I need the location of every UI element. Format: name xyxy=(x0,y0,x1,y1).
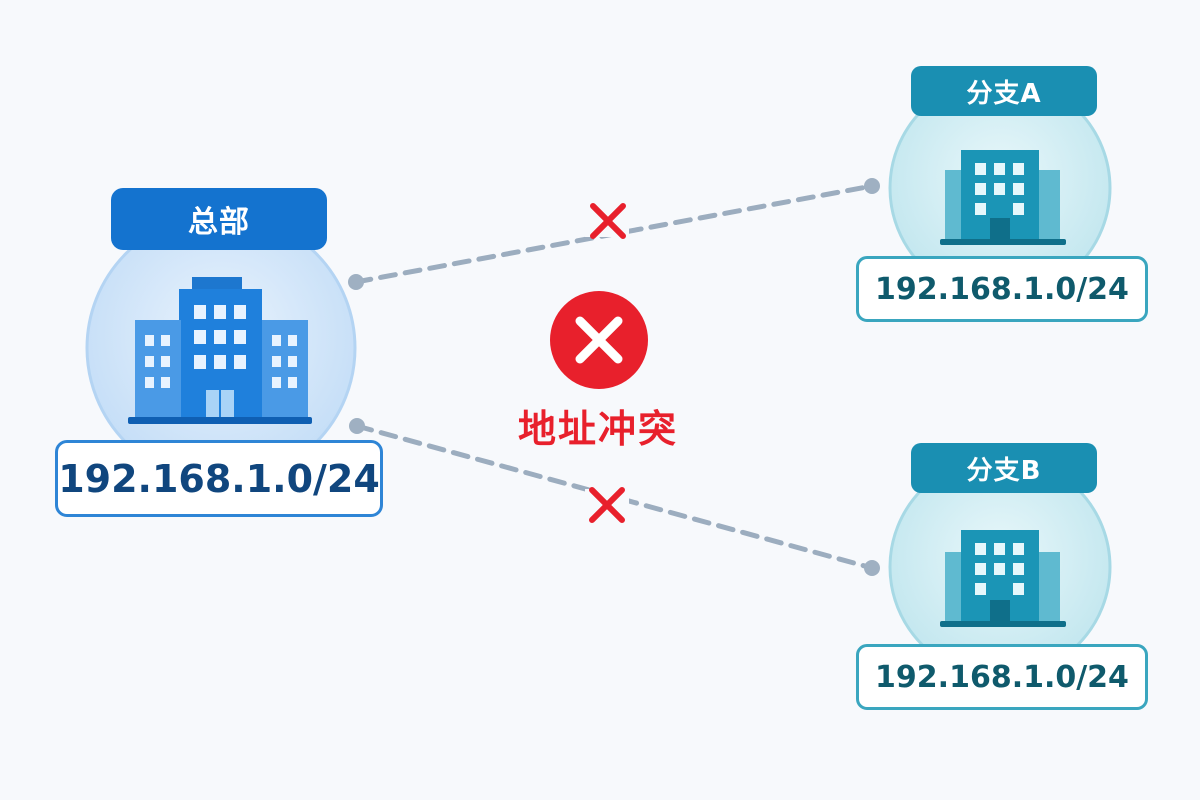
link-a-start-dot xyxy=(348,274,364,290)
hq-ip-address: 192.168.1.0/24 xyxy=(55,440,383,517)
error-x-icon xyxy=(550,291,648,389)
link-hq-branch-b xyxy=(349,418,880,576)
link-b-end-dot xyxy=(864,560,880,576)
cross-mark-icon xyxy=(589,487,625,523)
branch-a-ip-address: 192.168.1.0/24 xyxy=(856,256,1148,322)
branch-a-label: 分支A xyxy=(911,66,1097,116)
cross-mark-icon xyxy=(590,203,626,239)
office-building-icon xyxy=(128,277,312,424)
link-hq-branch-a xyxy=(348,178,880,290)
link-a-end-dot xyxy=(864,178,880,194)
hq-label: 总部 xyxy=(111,188,327,250)
branch-b-ip-address: 192.168.1.0/24 xyxy=(856,644,1148,710)
link-b-start-dot xyxy=(349,418,365,434)
office-building-icon xyxy=(940,530,1066,627)
conflict-label: 地址冲突 xyxy=(517,406,678,451)
branch-b-label: 分支B xyxy=(911,443,1097,493)
office-building-icon xyxy=(940,150,1066,245)
